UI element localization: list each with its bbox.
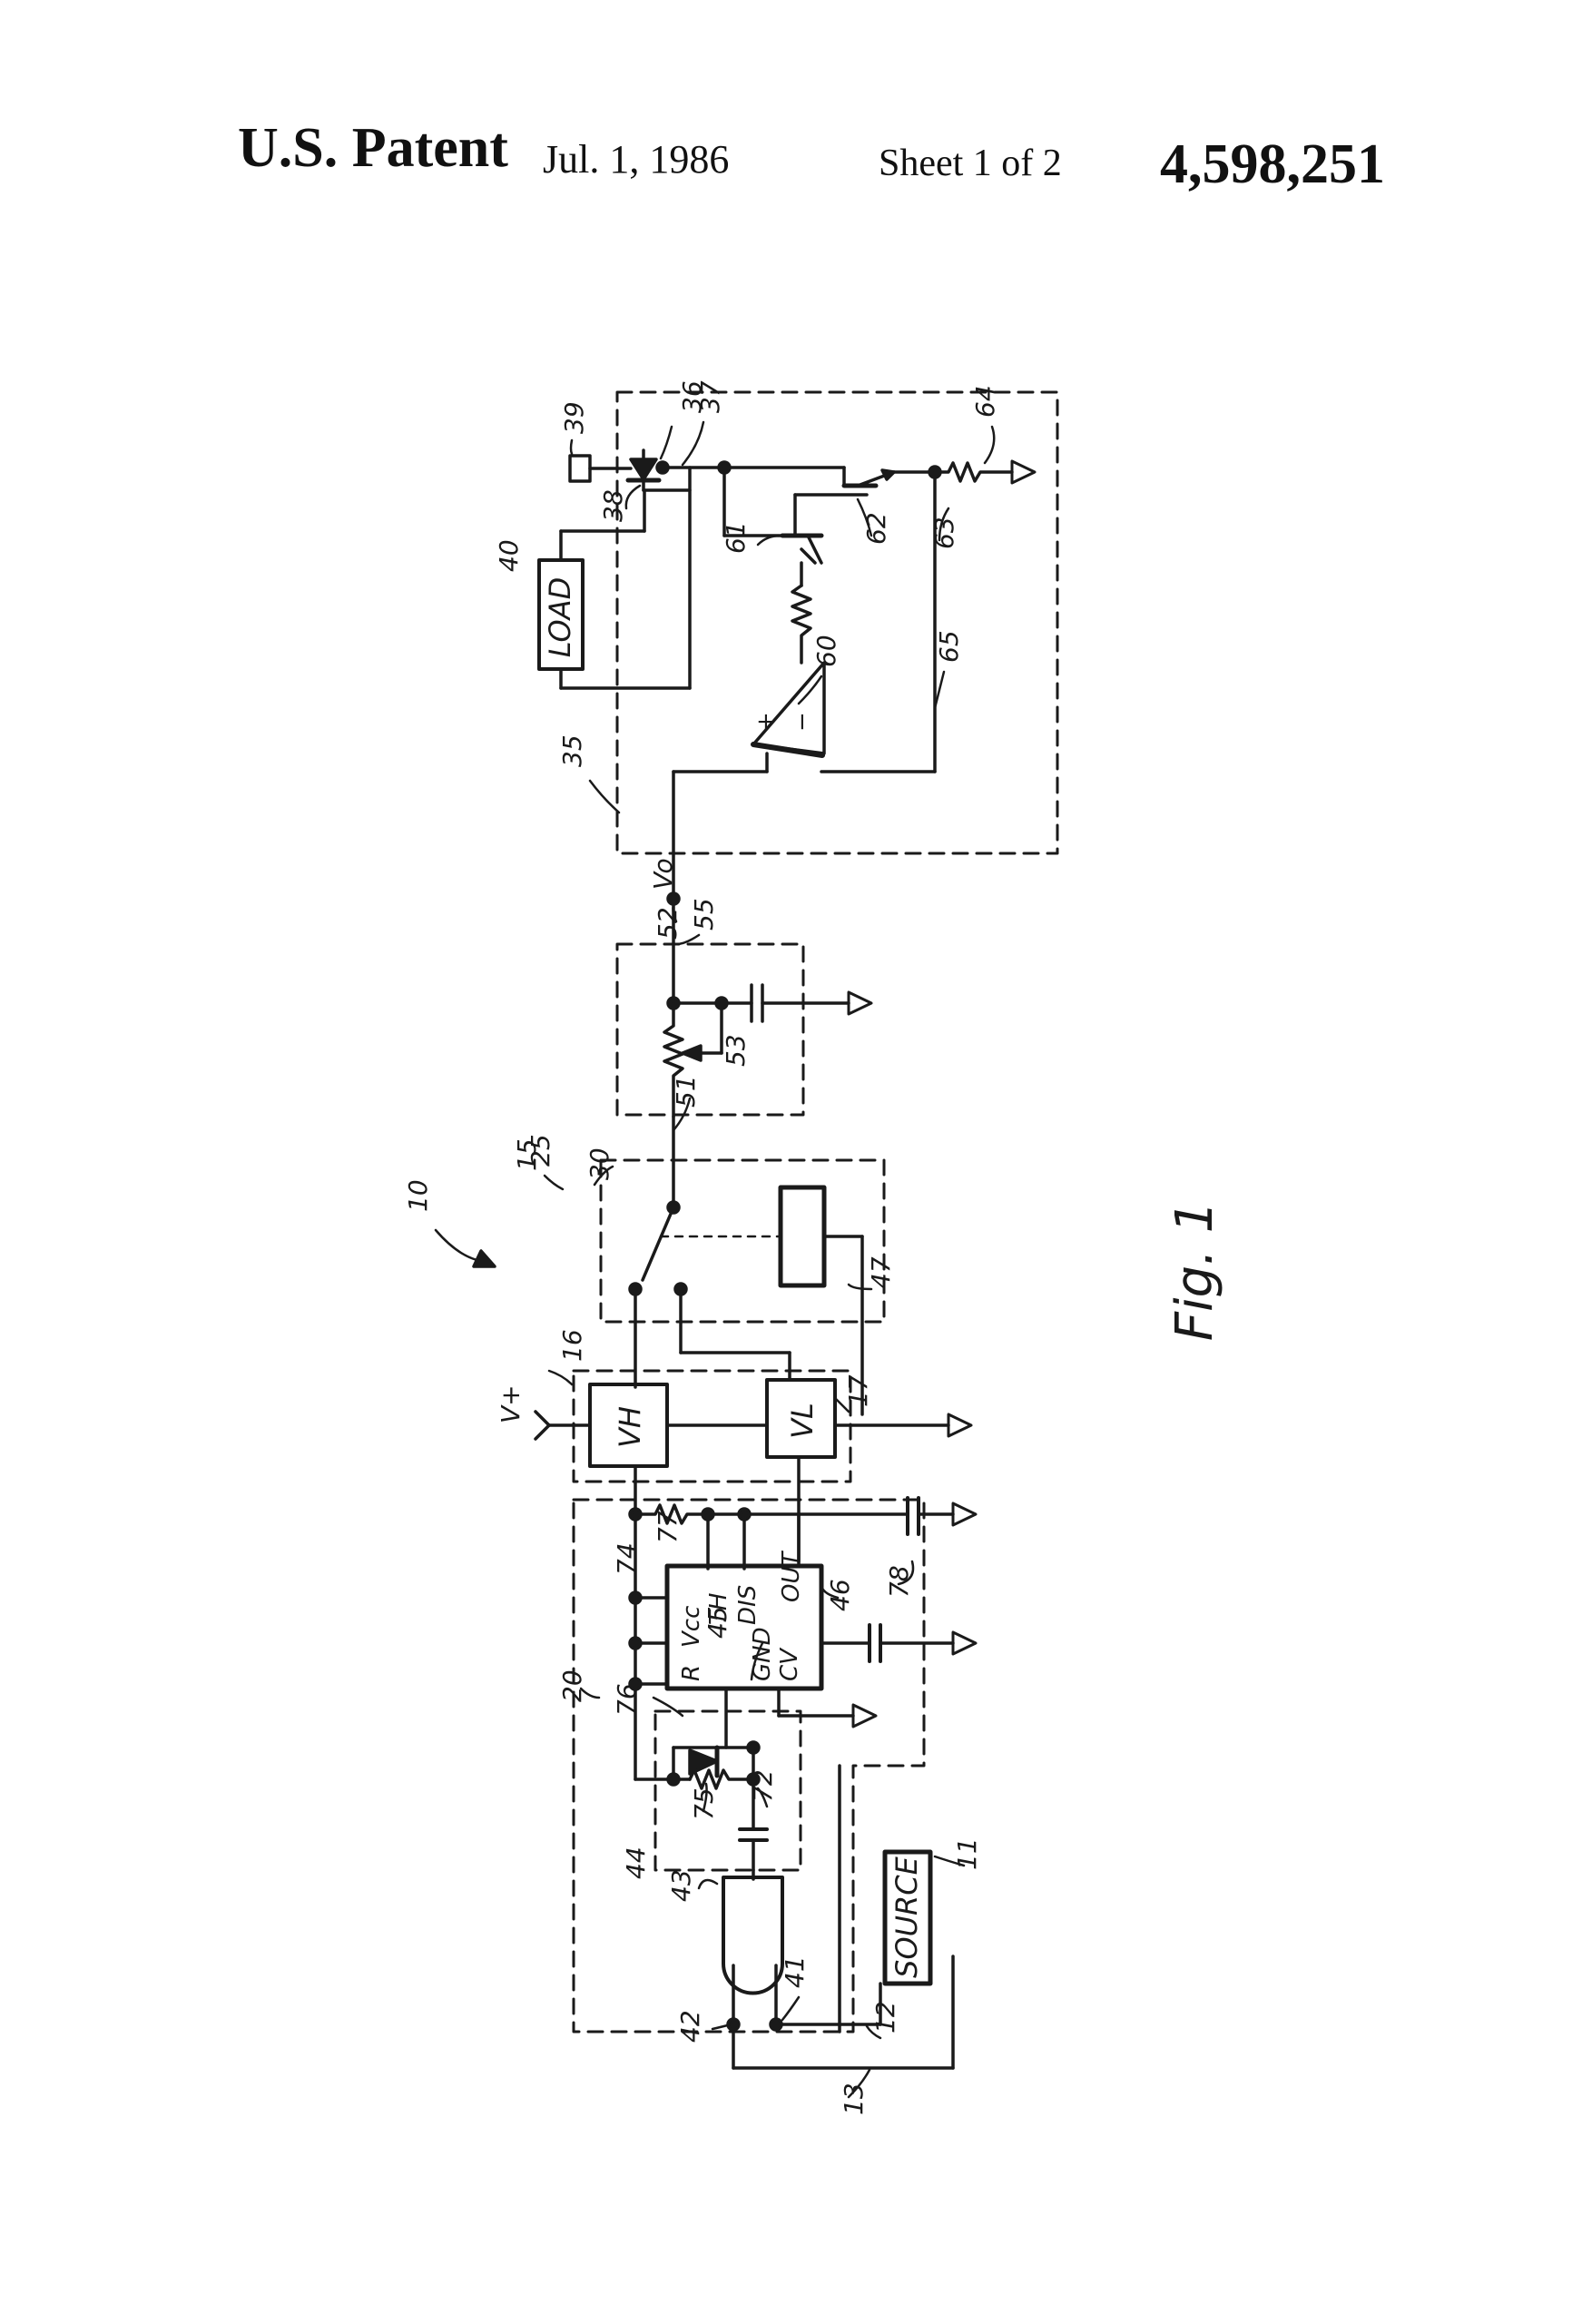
diode-36: [629, 458, 658, 481]
ref-numeral-41: 41: [780, 1955, 810, 1988]
filter-circuit: [663, 891, 873, 1118]
relay-circuit: [628, 1115, 864, 1416]
ref-numeral-61: 61: [721, 521, 751, 554]
leader-lines: [434, 420, 996, 2099]
ref-numeral-63: 63: [929, 517, 959, 549]
ref-numeral-44: 44: [621, 1846, 651, 1879]
ref-numeral-46: 46: [825, 1579, 855, 1611]
ref-numeral-74: 74: [612, 1542, 642, 1575]
and-gate-43: [722, 1876, 784, 1995]
ref-numeral-60: 60: [811, 635, 841, 667]
block-outlines: [572, 390, 1059, 2034]
load-label: LOAD: [543, 577, 577, 658]
ref-numeral-17: 17: [843, 1374, 873, 1407]
timer-circuit: R Vcc TH DIS OUT GND CV: [628, 1496, 978, 1781]
source-label: SOURCE: [889, 1856, 924, 1978]
vplus-label: V+: [496, 1384, 526, 1423]
ref-numeral-30: 30: [585, 1147, 614, 1180]
timer-pin-labels: R Vcc TH DIS OUT GND CV: [678, 1551, 805, 1681]
ref-numeral-43: 43: [666, 1869, 696, 1902]
pin-th: TH: [705, 1593, 732, 1625]
vh-label: VH: [613, 1406, 647, 1448]
ref-numeral-78: 78: [884, 1565, 914, 1598]
vl-box: [765, 1378, 837, 1459]
ref-numeral-53: 53: [721, 1034, 751, 1067]
relay-coil-47: [778, 1185, 827, 1288]
ref-numeral-62: 62: [861, 512, 891, 545]
ref-numeral-12: 12: [870, 2001, 900, 2034]
ref-numeral-36: 36: [677, 380, 707, 413]
ref-numeral-40: 40: [494, 539, 524, 572]
comparator-circuit: VH VL: [534, 1378, 973, 1516]
pin-r: R: [678, 1665, 705, 1681]
ref-numeral-47: 47: [866, 1256, 896, 1289]
pin-vcc: Vcc: [678, 1606, 705, 1648]
ref-numeral-65: 65: [934, 630, 964, 663]
ref-numeral-75: 75: [689, 1787, 719, 1820]
timer-ic-46: [664, 1563, 824, 1691]
vl-label: VL: [785, 1403, 820, 1439]
opamp-plus: +: [752, 712, 780, 732]
ref-numeral-51: 51: [671, 1075, 701, 1108]
diode-76: [688, 1748, 719, 1776]
network-block-44: [653, 1709, 802, 1872]
pin-out: OUT: [778, 1551, 805, 1602]
filter-block-30: [615, 942, 805, 1117]
ref-numeral-11: 11: [952, 1837, 982, 1870]
patent-date: Jul. 1, 1986: [543, 137, 730, 182]
vo-label: Vo: [648, 858, 678, 890]
ref-numeral-72: 72: [748, 1769, 778, 1802]
network-circuit: [634, 1740, 769, 1872]
sheet-number: Sheet 1 of 2: [879, 143, 1062, 184]
ref-numeral-39: 39: [559, 401, 589, 434]
ref-numeral-77: 77: [653, 1511, 683, 1543]
patent-label: U.S. Patent: [238, 117, 508, 179]
ref-numeral-10: 10: [403, 1179, 433, 1212]
patent-number: 4,598,251: [1160, 133, 1385, 195]
ref-numeral-16: 16: [557, 1329, 587, 1362]
input-circuit: SOURCE: [722, 1764, 955, 2070]
ref-numeral-13: 13: [839, 2083, 869, 2115]
driver-circuit: LOAD: [537, 448, 1037, 901]
ref-numeral-76: 76: [612, 1683, 642, 1716]
ref-numeral-37: 37: [695, 380, 725, 413]
ref-numeral-20: 20: [557, 1669, 587, 1702]
timer-block-20: [572, 1498, 926, 2034]
ref-numeral-52: 52: [653, 907, 683, 940]
ref-numeral-25: 25: [526, 1134, 555, 1167]
driver-block-35: [615, 390, 1059, 855]
pin-dis: DIS: [734, 1585, 762, 1625]
relay-block-25: [599, 1158, 886, 1324]
source-box: [882, 1849, 933, 1986]
ref-numeral-55: 55: [689, 898, 719, 931]
opamp-minus: −: [789, 712, 816, 732]
ref-numeral-38: 38: [598, 489, 628, 522]
ref-numeral-15: 15: [512, 1138, 542, 1171]
ref-numeral-42: 42: [675, 2010, 705, 2043]
ref-numeral-64: 64: [970, 385, 1000, 418]
figure-caption: Fig. 1: [1165, 1201, 1224, 1342]
opamp-60: [752, 661, 826, 755]
pin-cv: CV: [776, 1647, 803, 1681]
ref-numeral-45: 45: [703, 1606, 732, 1639]
ref-numeral-35: 35: [557, 734, 587, 767]
